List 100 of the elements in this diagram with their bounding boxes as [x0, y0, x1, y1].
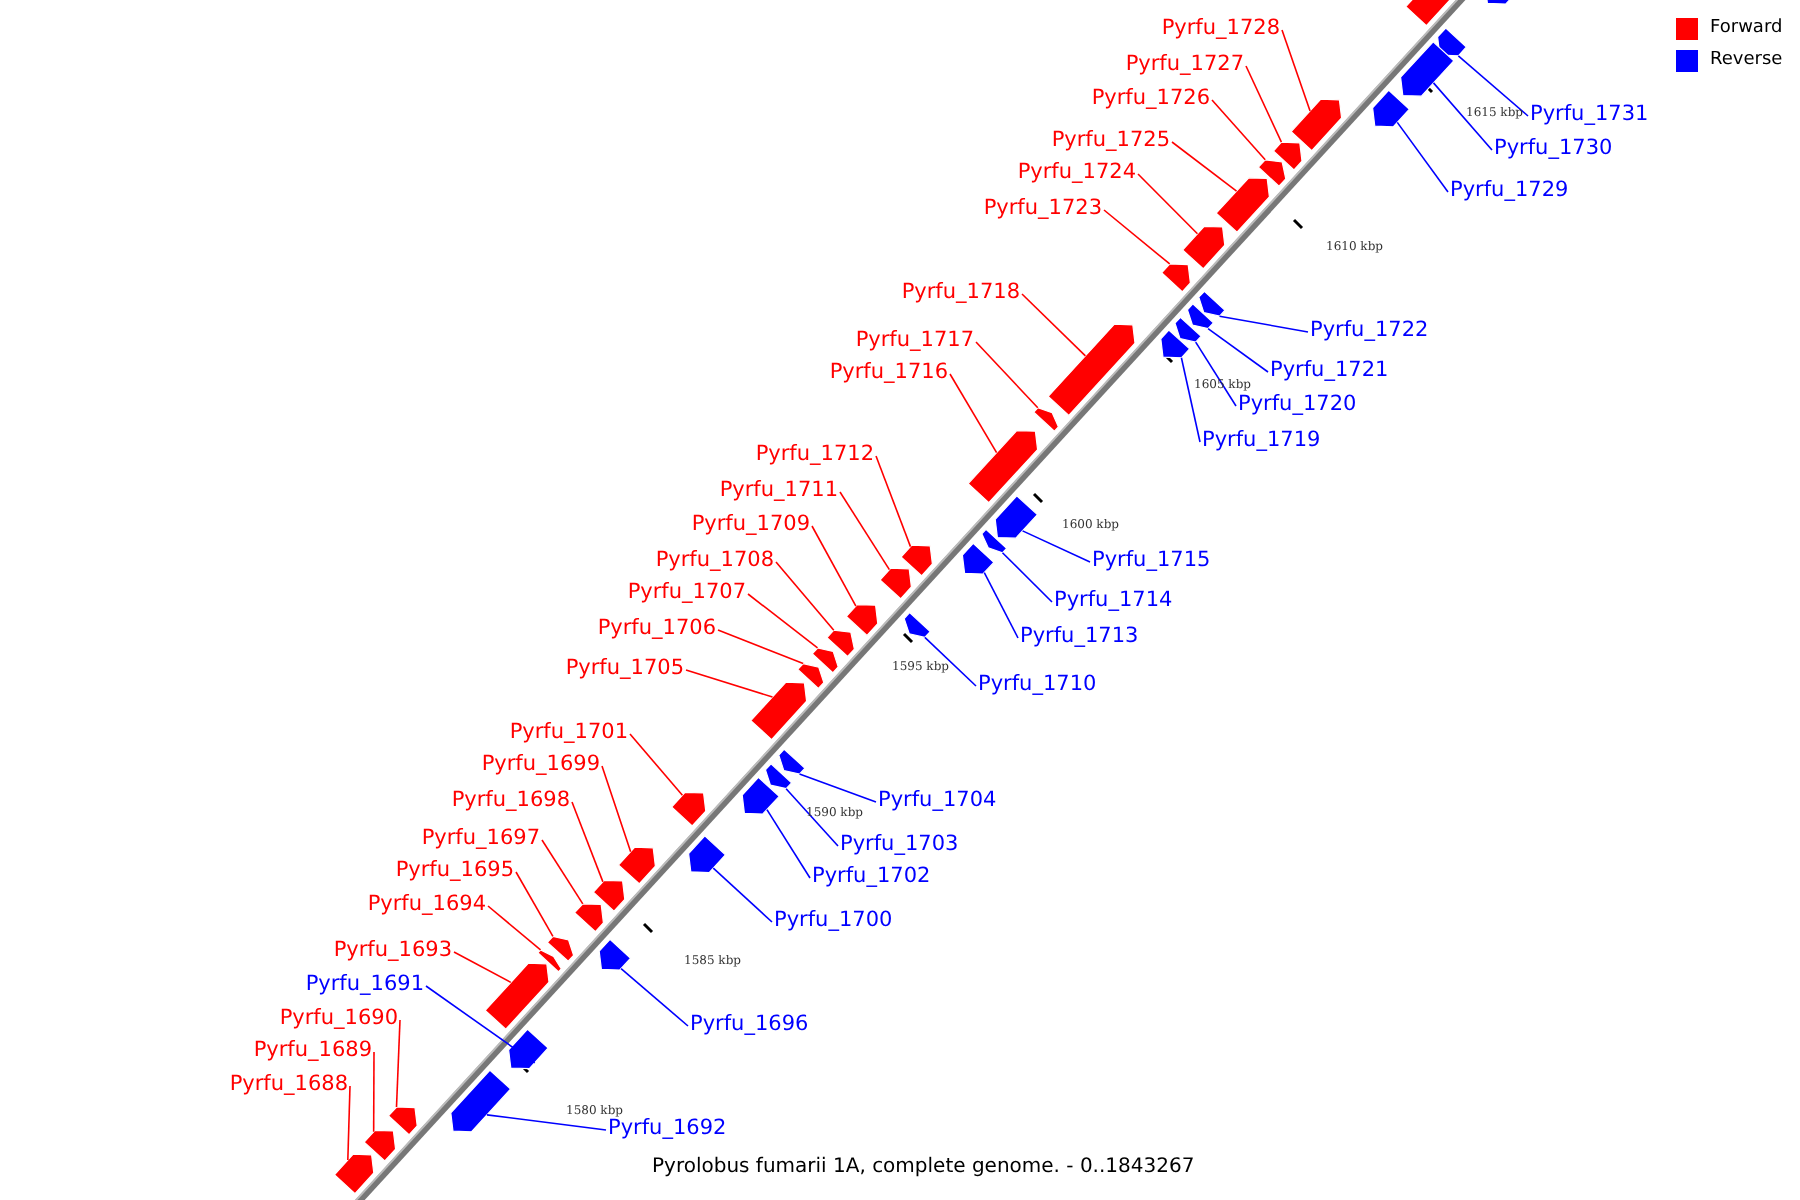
- leader-line: [798, 773, 877, 803]
- leader-line: [515, 871, 554, 938]
- leader-line: [571, 801, 604, 883]
- leader-line: [1211, 99, 1266, 161]
- gene-feature: [598, 938, 632, 971]
- leader-line: [1281, 29, 1311, 112]
- leader-line: [811, 525, 857, 607]
- gene-feature: [764, 762, 793, 790]
- gene-feature: [1272, 141, 1303, 171]
- leader-line: [1218, 315, 1309, 333]
- gene-feature: [363, 1129, 397, 1162]
- gene-label: Pyrfu_1709: [691, 512, 810, 538]
- gene-label: Pyrfu_1694: [367, 892, 486, 918]
- leader-line: [1171, 141, 1238, 192]
- gene-label: Pyrfu_1693: [333, 938, 452, 964]
- legend-label: Forward: [1710, 16, 1783, 42]
- gene-label: Pyrfu_1691: [305, 972, 424, 998]
- leader-line: [1021, 530, 1091, 563]
- gene-label: Pyrfu_1726: [1091, 86, 1210, 112]
- gene-feature: [1174, 316, 1203, 343]
- gene-label: Pyrfu_1701: [509, 720, 628, 746]
- leader-line: [949, 373, 998, 454]
- gene-feature: [1181, 225, 1226, 270]
- gene-feature: [670, 791, 707, 827]
- gene-label: Pyrfu_1688: [229, 1072, 348, 1098]
- gene-feature: [967, 430, 1039, 504]
- gene-label: Pyrfu_1731: [1530, 102, 1649, 128]
- gene-label: Pyrfu_1699: [481, 752, 600, 778]
- gene-label: Pyrfu_1719: [1202, 428, 1321, 454]
- gene-feature: [811, 647, 839, 674]
- leader-line: [1432, 82, 1493, 151]
- gene-label: Pyrfu_1712: [755, 442, 874, 468]
- gene-feature: [1047, 323, 1136, 417]
- gene-label: Pyrfu_1714: [1054, 588, 1173, 614]
- leader-line: [975, 341, 1039, 409]
- gene-feature: [1371, 89, 1411, 128]
- gene-feature: [617, 846, 657, 885]
- leader-line: [1396, 121, 1449, 193]
- gene-feature: [741, 776, 781, 815]
- gene-label: Pyrfu_1715: [1092, 548, 1211, 574]
- gene-feature: [796, 662, 825, 690]
- gene-feature: [687, 834, 727, 874]
- gene-feature: [879, 567, 913, 600]
- gene-feature: [1160, 329, 1191, 359]
- gene-feature: [387, 1106, 418, 1136]
- gene-feature: [1290, 98, 1343, 152]
- gene-feature: [778, 748, 806, 775]
- gene-label: Pyrfu_1698: [451, 788, 570, 814]
- gene-feature: [450, 1069, 512, 1133]
- gene-feature: [845, 604, 879, 637]
- leader-line: [766, 808, 811, 879]
- gene-feature: [900, 544, 934, 577]
- gene-label: Pyrfu_1727: [1125, 52, 1244, 78]
- leader-line: [1137, 173, 1199, 235]
- gene-label: Pyrfu_1707: [627, 580, 746, 606]
- gene-feature: [994, 494, 1039, 539]
- gene-feature: [1032, 407, 1060, 433]
- gene-label: Pyrfu_1729: [1450, 178, 1569, 204]
- gene-feature: [903, 611, 932, 639]
- leader-line: [541, 839, 584, 905]
- leader-line: [1021, 293, 1087, 357]
- leader-line: [453, 951, 512, 984]
- gene-feature: [536, 949, 562, 973]
- gene-label: Pyrfu_1690: [279, 1006, 398, 1032]
- leader-line: [629, 733, 684, 797]
- gene-feature: [1257, 159, 1287, 188]
- leader-line: [839, 491, 891, 571]
- gene-label: Pyrfu_1710: [978, 672, 1097, 698]
- gene-feature: [749, 681, 808, 741]
- gene-label: Pyrfu_1700: [774, 908, 893, 934]
- leader-line: [487, 905, 542, 951]
- gene-label: Pyrfu_1702: [812, 864, 931, 890]
- leader-line: [712, 867, 773, 923]
- gene-label: Pyrfu_1713: [1020, 624, 1139, 650]
- leader-line: [347, 1085, 351, 1161]
- gene-feature: [1436, 27, 1468, 57]
- gene-label: Pyrfu_1692: [608, 1116, 727, 1142]
- gene-label: Pyrfu_1723: [983, 196, 1102, 222]
- leader-line: [601, 765, 632, 853]
- gene-label: Pyrfu_1725: [1051, 128, 1170, 154]
- gene-feature: [961, 542, 995, 575]
- caption: Pyrolobus fumarii 1A, complete genome. - 0..1843267: [652, 1154, 1195, 1180]
- gene-label: Pyrfu_1695: [395, 858, 514, 884]
- leader-line: [785, 787, 839, 847]
- leader-line: [1103, 209, 1171, 265]
- leader-line: [1194, 341, 1237, 407]
- gene-label: Pyrfu_1704: [878, 788, 997, 814]
- leader-line: [1207, 327, 1269, 373]
- gene-label: Pyrfu_1689: [253, 1038, 372, 1064]
- leader-line: [425, 985, 536, 1064]
- gene-label: Pyrfu_1705: [565, 656, 684, 682]
- gene-label: Pyrfu_1722: [1310, 318, 1429, 344]
- gene-label: Pyrfu_1717: [855, 328, 974, 354]
- gene-label: Pyrfu_1696: [690, 1012, 809, 1038]
- leader-line: [924, 636, 977, 687]
- gene-label: Pyrfu_1724: [1017, 160, 1136, 186]
- gene-feature: [1160, 263, 1192, 293]
- leader-line: [747, 593, 819, 649]
- leader-line: [983, 571, 1019, 639]
- gene-feature: [1186, 302, 1215, 330]
